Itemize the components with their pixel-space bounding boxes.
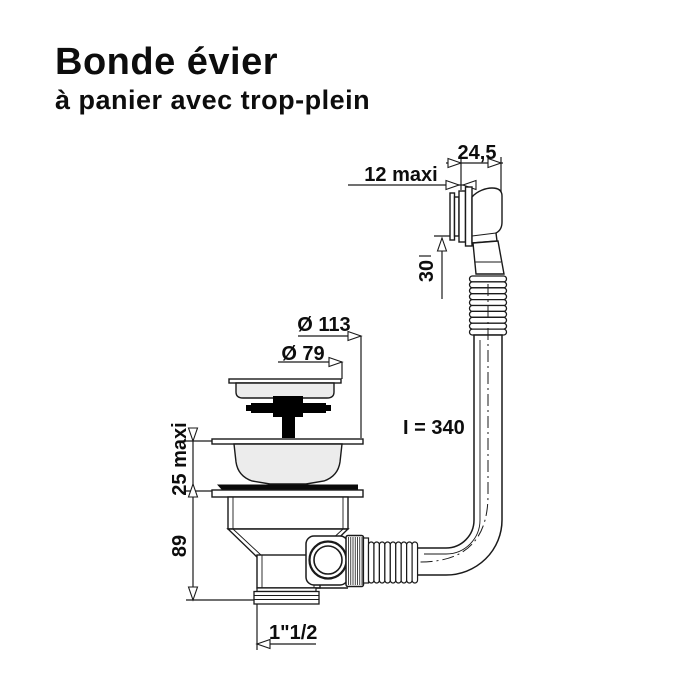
arrow-right-icon — [445, 179, 461, 191]
page-title: Bonde évier — [55, 41, 279, 83]
dim-label-basket-diameter: Ø 79 — [281, 343, 324, 365]
strainer-cup — [233, 443, 343, 485]
thread-lines — [254, 595, 319, 600]
flange-plate — [211, 489, 364, 498]
arrow-up-icon — [187, 482, 199, 498]
gasket — [217, 484, 358, 490]
tube-inner-contour — [424, 340, 481, 555]
strainer-dish — [235, 382, 335, 399]
overflow-elbow-joint-line — [471, 232, 497, 237]
body-upper — [227, 496, 349, 530]
arrow-up-icon — [436, 236, 448, 252]
overflow-tube — [302, 284, 503, 576]
overflow-elbow — [449, 186, 505, 275]
dim-label-overflow-height: 30 — [416, 260, 438, 282]
arrow-right-icon — [487, 157, 503, 169]
sink-top-plate — [211, 438, 364, 445]
basket-strainer — [228, 378, 342, 438]
overflow-elbow-body — [471, 187, 503, 244]
overflow-rosette-disc — [458, 190, 467, 243]
threaded-outlet — [253, 587, 320, 605]
page-subtitle: à panier avec trop-plein — [55, 84, 371, 115]
knurled-nut — [345, 534, 370, 588]
corrugated-connector — [367, 541, 419, 584]
dim-label-wall-max: 12 maxi — [364, 164, 437, 186]
arrow-down-icon — [187, 427, 199, 443]
tube-outline — [416, 334, 503, 576]
dim-label-flange-diameter: Ø 113 — [297, 314, 350, 336]
title-block: Bonde évier à panier avec trop-plein — [55, 41, 371, 118]
arrow-down-icon — [187, 586, 199, 602]
tube-centerline — [302, 284, 489, 563]
overflow-cone — [472, 240, 505, 275]
dim-label-above-sink-max: 25 maxi — [169, 422, 191, 495]
arrow-right-icon — [328, 356, 344, 368]
body-upper-wall-lines — [232, 497, 344, 529]
strainer-handle — [246, 396, 331, 438]
dim-label-hose-length: I = 340 — [403, 417, 465, 439]
dim-label-body-height: 89 — [169, 535, 191, 557]
dimension-arrows — [187, 157, 503, 650]
arrow-left-icon — [255, 638, 271, 650]
nut-cap-ring — [362, 537, 370, 584]
side-port-inner-ring — [313, 545, 343, 575]
drain-body — [211, 438, 419, 605]
dimension-labels: 24,5 12 maxi 30 Ø 113 Ø 79 I = 340 25 ma… — [169, 142, 496, 644]
knurl-lines — [348, 537, 363, 585]
arrow-right-icon — [347, 330, 363, 342]
outlet-body — [253, 590, 320, 605]
dim-label-outlet-thread: 1"1/2 — [269, 622, 317, 644]
dim-label-overflow-width: 24,5 — [458, 142, 497, 164]
overflow-rosette-disc — [464, 186, 473, 247]
arrow-right-icon — [447, 157, 463, 169]
